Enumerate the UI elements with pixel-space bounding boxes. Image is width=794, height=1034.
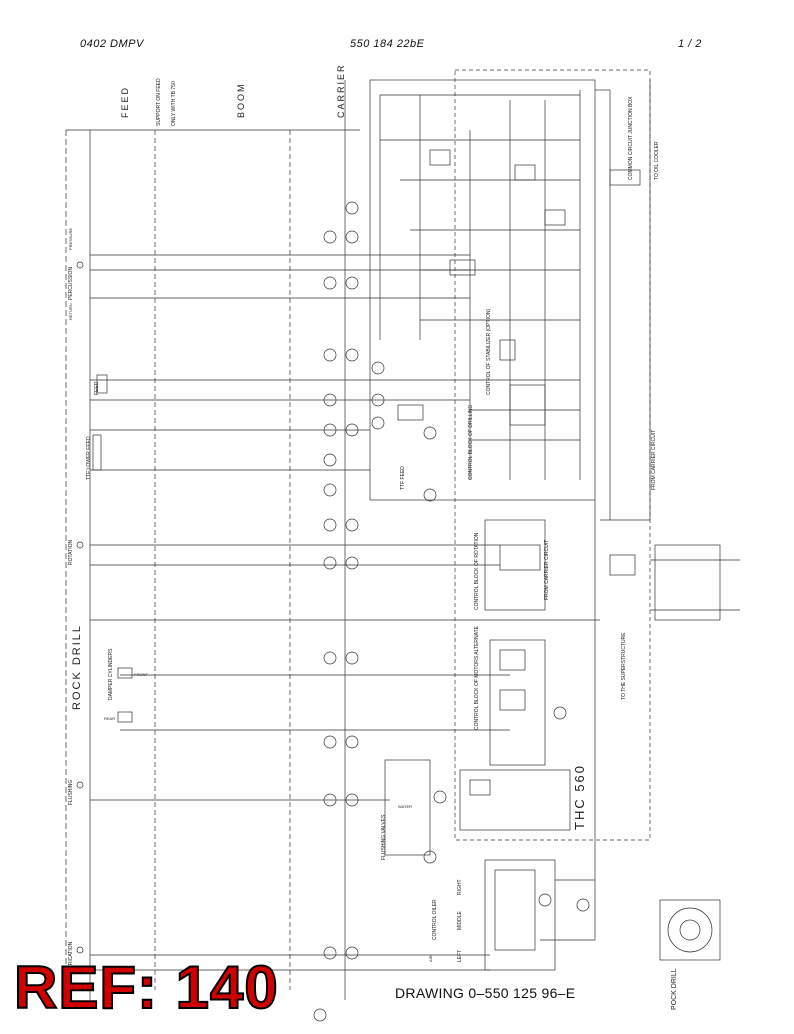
- label-flushing-valves: FLUSHING VALVES: [381, 814, 387, 860]
- label-percussion: PERCUSSION: [68, 267, 74, 300]
- label-ttf-feed: TTF FEED: [400, 466, 406, 490]
- label-air: AIR: [428, 955, 433, 962]
- header-page-number: 1 / 2: [678, 38, 702, 50]
- label-pressure: PRESSURE: [68, 228, 73, 250]
- label-from-carrier-circuit: FROM CARRIER CIRCUIT: [544, 540, 550, 600]
- label-rotation: ROTATION: [68, 540, 74, 565]
- section-carrier: CARRIER: [336, 63, 346, 118]
- section-support-note-2: ONLY WITH TB 750: [171, 81, 177, 126]
- label-return: RETURN: [68, 303, 73, 320]
- section-boom: BOOM: [236, 82, 246, 118]
- label-control-of-stabilizer: CONTROL OF STABILIZER (OPTION): [486, 309, 492, 395]
- label-lubrication: LUBRICATION: [68, 941, 74, 975]
- label-to-oil-cooler: TO OIL COOLER: [654, 141, 660, 180]
- label-flushing: FLUSHING: [68, 780, 74, 805]
- label-control-block-rotation: CONTROL BLOCK OF ROTATION: [474, 532, 480, 610]
- section-thc: THC 560: [572, 764, 587, 830]
- section-support-note: SUPPORT ON FEED: [156, 78, 162, 126]
- label-right: RIGHT: [457, 879, 463, 895]
- label-control-block-motors: CONTROL BLOCK OF MOTORS ALTERNATE: [474, 625, 480, 730]
- label-pock-drill: POCK DRILL: [671, 968, 678, 1010]
- label-front: FRONT: [134, 672, 148, 677]
- label-water: WATER: [398, 804, 412, 809]
- label-left: LEFT: [457, 950, 463, 962]
- label-to-superstructure: TO THE SUPERSTRUCTURE: [621, 632, 627, 700]
- header-drawing-code: 0402 DMPV: [80, 38, 144, 50]
- label-from-carrier-circuit-2: FROM CARRIER CIRCUIT: [651, 430, 657, 490]
- drawing-number: DRAWING 0–550 125 96–E: [395, 985, 576, 1001]
- header-part-number: 550 184 22bE: [350, 38, 425, 50]
- label-common-circuit: COMMON CIRCUIT JUNCTION BOX: [628, 96, 634, 180]
- label-feed-small: FEED: [94, 381, 100, 395]
- label-damper-cylinders: DAMPER CYLINDERS: [108, 648, 114, 700]
- label-control-oiler: CONTROL OILER: [432, 899, 438, 940]
- ref-stamp: REF: 140: [13, 954, 279, 1021]
- label-ttf-lower-feed: TTF LOWER FEED: [86, 436, 92, 480]
- section-feed: FEED: [120, 86, 130, 118]
- label-middle: MIDDLE: [457, 910, 463, 930]
- label-control-block-drilling: CONTROL BLOCK OF DRILLING: [468, 405, 474, 480]
- section-rock-drill: ROCK DRILL: [71, 624, 83, 710]
- label-rear: REAR: [104, 716, 115, 721]
